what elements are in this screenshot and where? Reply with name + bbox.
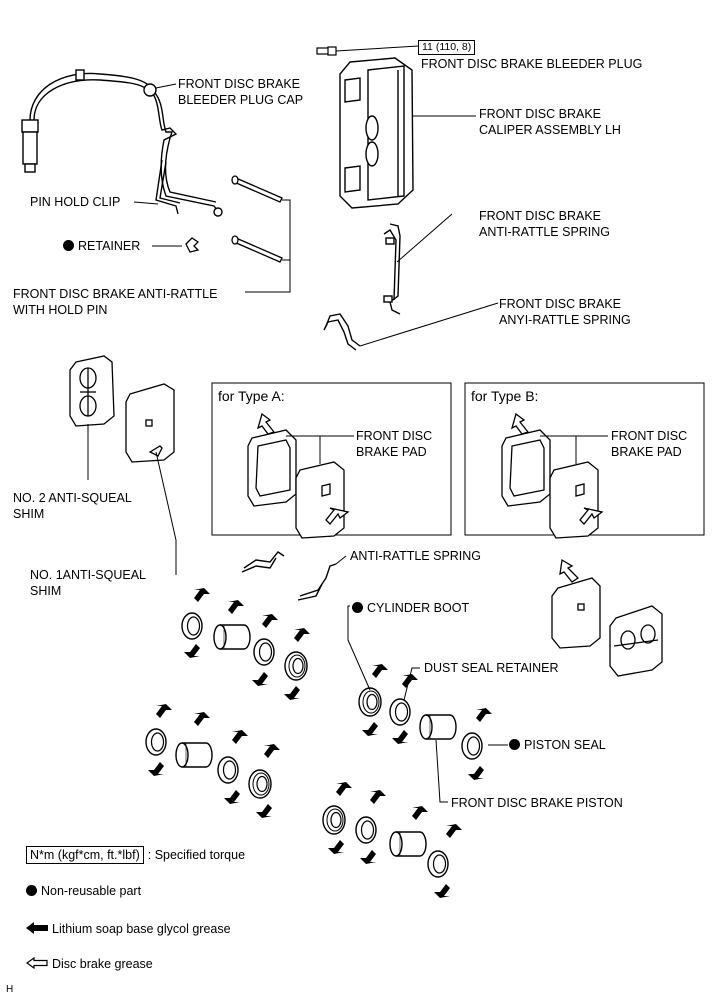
label-pad-a-line2: BRAKE PAD <box>356 445 427 459</box>
label-type-b: for Type B: <box>471 388 539 404</box>
legend-disc-grease: Disc brake grease <box>25 956 153 972</box>
retainer-drawing <box>185 237 200 253</box>
bleeder-plug-drawing <box>316 45 419 56</box>
label-no1-shim-line2: SHIM <box>30 584 62 598</box>
wear-sensor-drawing <box>21 69 223 217</box>
label-no2-shim-line2: SHIM <box>13 507 45 521</box>
pin-hold-clip-drawing <box>155 159 181 215</box>
label-piston: FRONT DISC BRAKE PISTON <box>451 796 623 810</box>
nonreusable-marker-icon <box>509 739 520 750</box>
label-piston-seal: PISTON SEAL <box>509 737 606 753</box>
label-hold-pin-line1: FRONT DISC BRAKE ANTI-RATTLE <box>13 287 218 301</box>
legend-torque-key: N*m (kgf*cm, ft.*lbf) <box>26 846 144 864</box>
label-cylinder-boot-text: CYLINDER BOOT <box>367 601 470 615</box>
legend-nonreusable: Non-reusable part <box>26 883 141 899</box>
legend-torque: N*m (kgf*cm, ft.*lbf): Specified torque <box>26 846 245 864</box>
torque-value-box: 11 (110, 8) <box>418 40 476 55</box>
nonreusable-dot-icon <box>26 885 37 896</box>
label-dust-seal-retainer: DUST SEAL RETAINER <box>424 661 559 675</box>
label-bleeder-cap-line2: BLEEDER PLUG CAP <box>178 93 304 107</box>
label-anti-rattle-spring-line2: ANTI-RATTLE SPRING <box>479 225 611 239</box>
label-pad-a-line1: FRONT DISC <box>356 429 433 443</box>
outline-arrow-icon <box>25 956 48 970</box>
anti-rattle-spring-drawing <box>383 213 453 315</box>
label-cylinder-boot: CYLINDER BOOT <box>352 600 469 616</box>
pad-type-b-drawing <box>501 412 604 539</box>
legend-nonreusable-text: Non-reusable part <box>41 884 142 898</box>
legend-disc-grease-text: Disc brake grease <box>52 957 153 971</box>
small-anti-rattle-springs-drawing <box>241 551 347 601</box>
no1-shim-drawing <box>125 383 175 463</box>
label-anyi-rattle-line1: FRONT DISC BRAKE <box>499 297 622 311</box>
no2-shim-drawing <box>69 355 115 427</box>
nonreusable-marker-icon <box>63 240 74 251</box>
label-pin-hold-clip: PIN HOLD CLIP <box>30 195 121 209</box>
hold-pin-drawing <box>231 175 283 263</box>
corner-mark: H <box>6 984 14 995</box>
nonreusable-marker-icon <box>352 602 363 613</box>
label-type-a: for Type A: <box>218 388 285 404</box>
label-caliper-line1: FRONT DISC BRAKE <box>479 107 602 121</box>
label-bleeder-plug: FRONT DISC BRAKE BLEEDER PLUG <box>421 57 643 71</box>
label-no1-shim-line1: NO. 1ANTI-SQUEAL <box>30 568 146 582</box>
label-piston-seal-text: PISTON SEAL <box>524 738 606 752</box>
label-anyi-rattle-line2: ANYI-RATTLE SPRING <box>499 313 631 327</box>
label-retainer: RETAINER <box>63 238 140 254</box>
filled-arrow-icon <box>26 922 48 934</box>
label-retainer-text: RETAINER <box>78 239 141 253</box>
label-caliper-line2: CALIPER ASSEMBLY LH <box>479 123 621 137</box>
anyi-rattle-spring-drawing <box>323 302 499 351</box>
label-anti-rattle-spring-line1: FRONT DISC BRAKE <box>479 209 602 223</box>
legend-lithium-text: Lithium soap base glycol grease <box>52 922 231 936</box>
legend-torque-desc: : Specified torque <box>147 848 246 862</box>
label-no2-shim-line1: NO. 2 ANTI-SQUEAL <box>13 491 132 505</box>
label-pad-b-line2: BRAKE PAD <box>611 445 682 459</box>
label-anti-rattle-small: ANTI-RATTLE SPRING <box>350 549 482 563</box>
caliper-drawing <box>339 57 414 209</box>
label-bleeder-cap-line1: FRONT DISC BRAKE <box>178 77 301 91</box>
legend-lithium: Lithium soap base glycol grease <box>26 921 231 937</box>
loose-pad-drawing <box>551 558 663 677</box>
label-pad-b-line1: FRONT DISC <box>611 429 688 443</box>
label-hold-pin-line2: WITH HOLD PIN <box>13 303 108 317</box>
pad-type-a-drawing <box>247 412 350 539</box>
